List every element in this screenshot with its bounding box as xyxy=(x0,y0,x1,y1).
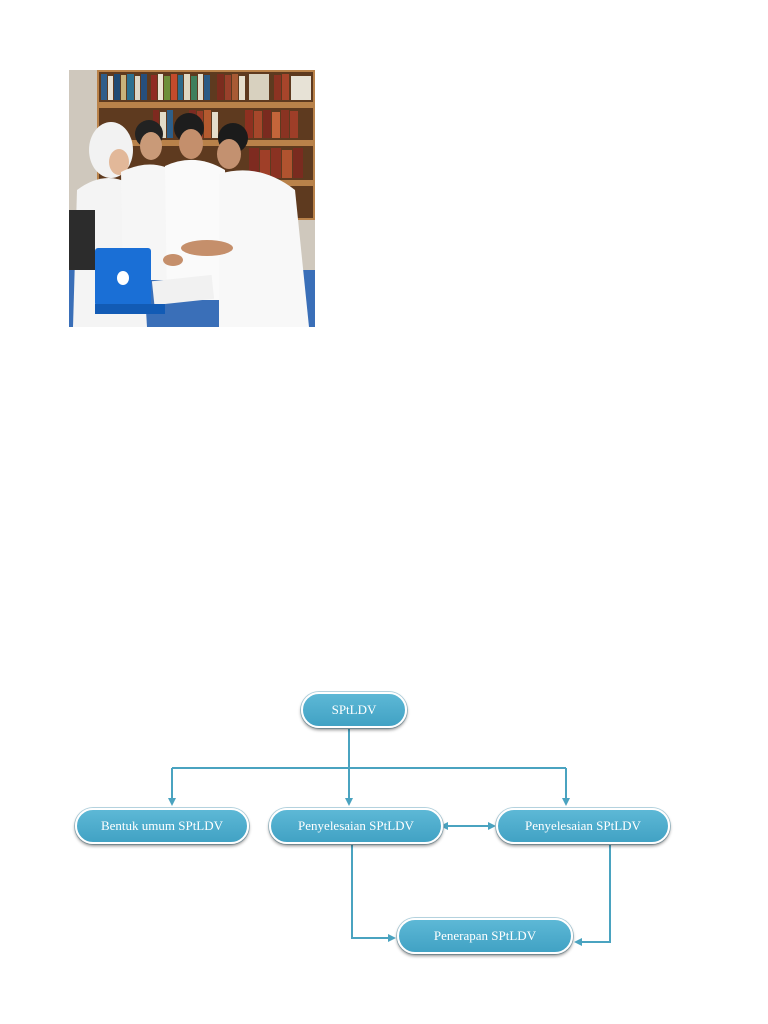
node-penyelesaian-right: Penyelesaian SPtLDV xyxy=(496,808,670,844)
node-penerapan: Penerapan SPtLDV xyxy=(397,918,573,954)
students-photo xyxy=(69,70,315,327)
node-sptldv-root: SPtLDV xyxy=(301,692,407,728)
concept-diagram: SPtLDV Bentuk umum SPtLDV Penyelesaian S… xyxy=(0,680,768,970)
diagram-connectors xyxy=(168,728,611,946)
node-bentuk-umum: Bentuk umum SPtLDV xyxy=(75,808,249,844)
node-penyelesaian-left: Penyelesaian SPtLDV xyxy=(269,808,443,844)
